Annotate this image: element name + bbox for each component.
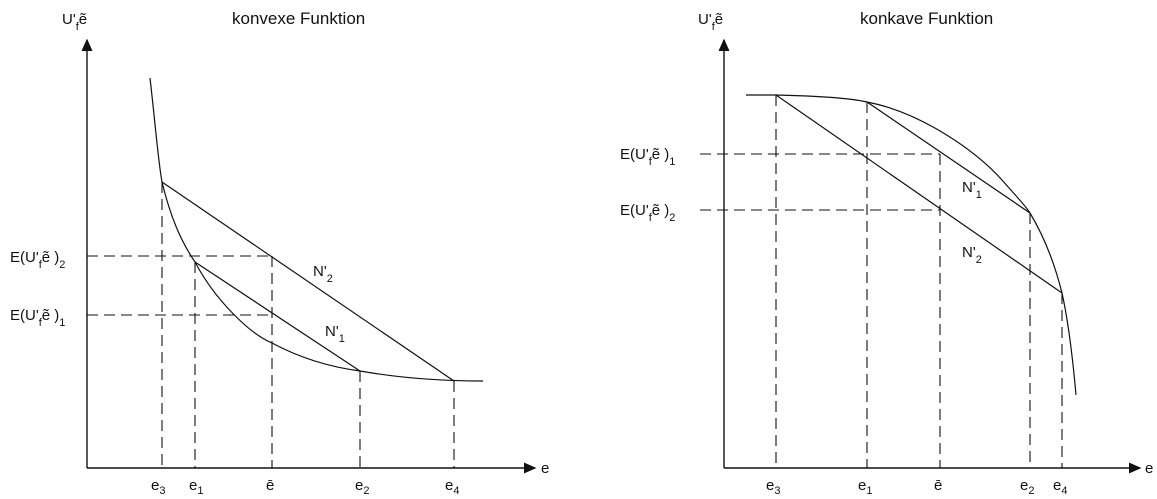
left-y-axis-label: U'fẽ [62, 11, 87, 33]
left-x-axis-label: e [541, 460, 549, 477]
right-title: konkave Funktion [860, 9, 993, 28]
left-tick-e4: e4 [445, 477, 459, 497]
right-label-E1: E(U'fẽ )1 [620, 146, 675, 168]
right-tick-e1: e1 [858, 477, 872, 497]
left-tick-e1: e1 [189, 477, 203, 497]
right-y-axis-label: U'fẽ [698, 11, 723, 33]
right-tick-ebar: ē [934, 477, 942, 494]
left-convex-curve [149, 77, 484, 382]
left-line-N2 [161, 181, 455, 382]
right-tick-e2: e2 [1020, 477, 1034, 497]
left-panel: konvexe Funktion U'fẽ e E(U'fẽ )2 E(U'fẽ… [10, 9, 549, 497]
right-label-N1: N'1 [962, 179, 982, 201]
right-tick-e4: e4 [1053, 477, 1067, 497]
right-label-N2: N'2 [962, 244, 982, 266]
right-x-axis-label: e [1145, 460, 1153, 477]
right-concave-curve [746, 94, 1077, 396]
right-panel: konkave Funktion U'fẽ e E(U'fẽ )1 E(U'fẽ… [620, 9, 1153, 497]
left-label-E2: E(U'fẽ )2 [10, 249, 65, 271]
right-line-N1 [866, 101, 1031, 214]
left-line-N1 [194, 261, 361, 372]
left-label-N1: N'1 [325, 323, 345, 345]
left-title: konvexe Funktion [232, 9, 365, 28]
right-tick-e3: e3 [766, 477, 780, 497]
left-tick-ebar: ē [266, 477, 274, 494]
right-line-N2 [775, 94, 1063, 294]
left-label-N2: N'2 [313, 263, 333, 285]
left-tick-e3: e3 [151, 477, 165, 497]
right-label-E2: E(U'fẽ )2 [620, 202, 675, 224]
left-tick-e2: e2 [355, 477, 369, 497]
left-label-E1: E(U'fẽ )1 [10, 307, 65, 329]
